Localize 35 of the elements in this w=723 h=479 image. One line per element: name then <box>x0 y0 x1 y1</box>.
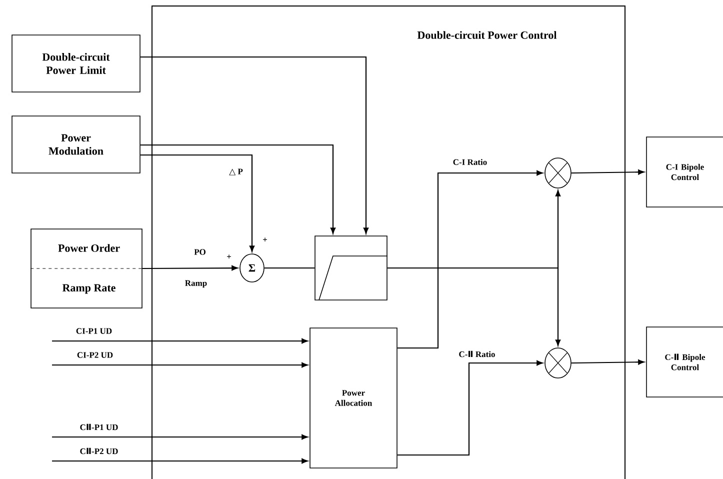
input-arrow <box>52 458 308 464</box>
input-arrow <box>52 434 308 440</box>
sign-label: + <box>227 254 231 259</box>
arrow <box>140 56 369 234</box>
summing-junction: Σ <box>240 254 264 282</box>
multiplier-circle <box>544 158 572 188</box>
input-box: Power Modulation <box>12 116 140 174</box>
input-box: Power Order Ramp Rate <box>30 228 143 308</box>
arrow <box>142 265 238 271</box>
edge-label: PO <box>193 248 207 256</box>
arrow <box>397 170 543 349</box>
arrow <box>571 360 644 365</box>
arrow <box>571 170 644 175</box>
arrow <box>387 267 561 346</box>
output-box: C-I Bipole Control <box>646 136 723 208</box>
input-arrow <box>52 338 308 344</box>
signal-label: Ramp <box>185 280 207 288</box>
arrow <box>140 144 336 234</box>
sign-label: + <box>263 238 267 242</box>
edge-label: C-Ⅱ Ratio <box>458 350 496 358</box>
input-box: Double-circuit Power Limit <box>12 34 140 92</box>
edge-label: CⅡ-P2 UD <box>78 446 120 456</box>
arrow <box>140 154 255 252</box>
edge-label: CⅡ-P1 UD <box>78 422 120 432</box>
multiplier-circle <box>544 348 572 378</box>
arrow <box>397 360 543 456</box>
edge-label: C-I Ratio <box>452 158 488 166</box>
input-arrow <box>52 362 308 368</box>
edge-label: △ P <box>228 168 244 176</box>
edge-label: CI-P1 UD <box>74 327 114 335</box>
connector-line <box>264 267 315 269</box>
edge-label: CI-P2 UD <box>76 351 114 359</box>
limiter-box <box>314 236 388 300</box>
process-box: Power Allocation <box>310 328 398 468</box>
output-box: C-Ⅱ Bipole Control <box>646 326 723 398</box>
